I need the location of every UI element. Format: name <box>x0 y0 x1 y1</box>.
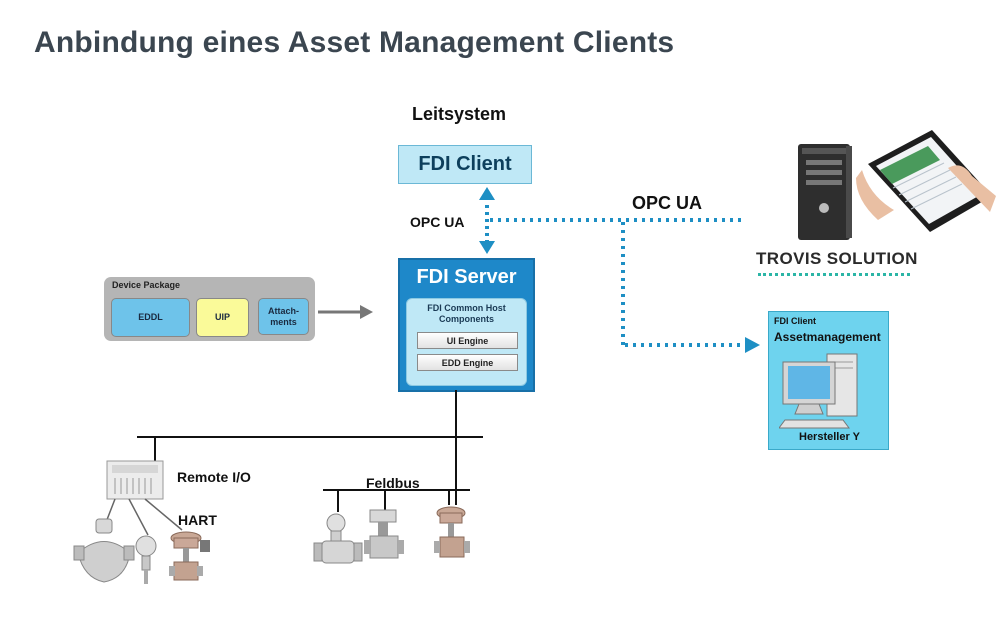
eddl-box: EDDL <box>111 298 190 337</box>
pc-icon <box>779 353 858 429</box>
magnetic-flowmeter-icon <box>313 513 363 564</box>
tablet-icon <box>856 130 996 232</box>
opc-ua-label-right: OPC UA <box>632 193 703 213</box>
hart-control-valve-icon <box>169 531 210 581</box>
fdi-client-box: FDI Client <box>398 145 532 184</box>
opc-ua-label-left: OPC UA <box>410 214 465 230</box>
client-server-opc-link <box>479 187 495 254</box>
remote-io-label: Remote I/O <box>177 469 251 485</box>
device-package-title: Device Package <box>112 280 181 290</box>
server-tower-icon <box>798 144 852 240</box>
ui-engine-box: UI Engine <box>417 332 518 349</box>
attachments-box: Attach-ments <box>258 298 309 335</box>
hart-label: HART <box>178 512 217 528</box>
uip-box: UIP <box>196 298 249 337</box>
asset-client-title: Assetmanagement <box>774 330 881 344</box>
asset-client-maker: Hersteller Y <box>799 431 860 443</box>
opc-ua-dotted-link <box>490 218 760 353</box>
device-package: Device Package EDDL UIP Attach-ments <box>104 277 315 341</box>
trovis-solution-logo: TROVIS SOLUTION <box>756 249 918 268</box>
slide-title: Anbindung eines Asset Management Clients <box>34 26 675 59</box>
asset-management-client-box: FDI Client Assetmanagement Hersteller Y <box>768 311 889 450</box>
asset-client-small-label: FDI Client <box>774 316 816 326</box>
fdi-server-title: FDI Server <box>416 266 517 288</box>
leitsystem-label: Leitsystem <box>412 104 507 124</box>
fdi-server-box: FDI Server FDI Common Host Components UI… <box>398 258 535 392</box>
fdi-common-host-components: FDI Common Host Components UI Engine EDD… <box>406 298 527 386</box>
fdi-common-label: FDI Common Host Components <box>427 303 506 324</box>
trovis-dotted-underline <box>758 273 910 276</box>
bus-lines <box>137 390 483 512</box>
feldbus-valve-icon <box>364 509 404 559</box>
remote-io-module <box>102 460 183 536</box>
feldbus-label: Feldbus <box>366 475 420 491</box>
feldbus-control-valve-icon <box>434 506 470 558</box>
coriolis-flowmeter-icon <box>73 518 135 583</box>
level-transmitter-icon <box>135 535 157 584</box>
package-to-server-arrow <box>318 305 373 319</box>
edd-engine-box: EDD Engine <box>417 354 518 371</box>
